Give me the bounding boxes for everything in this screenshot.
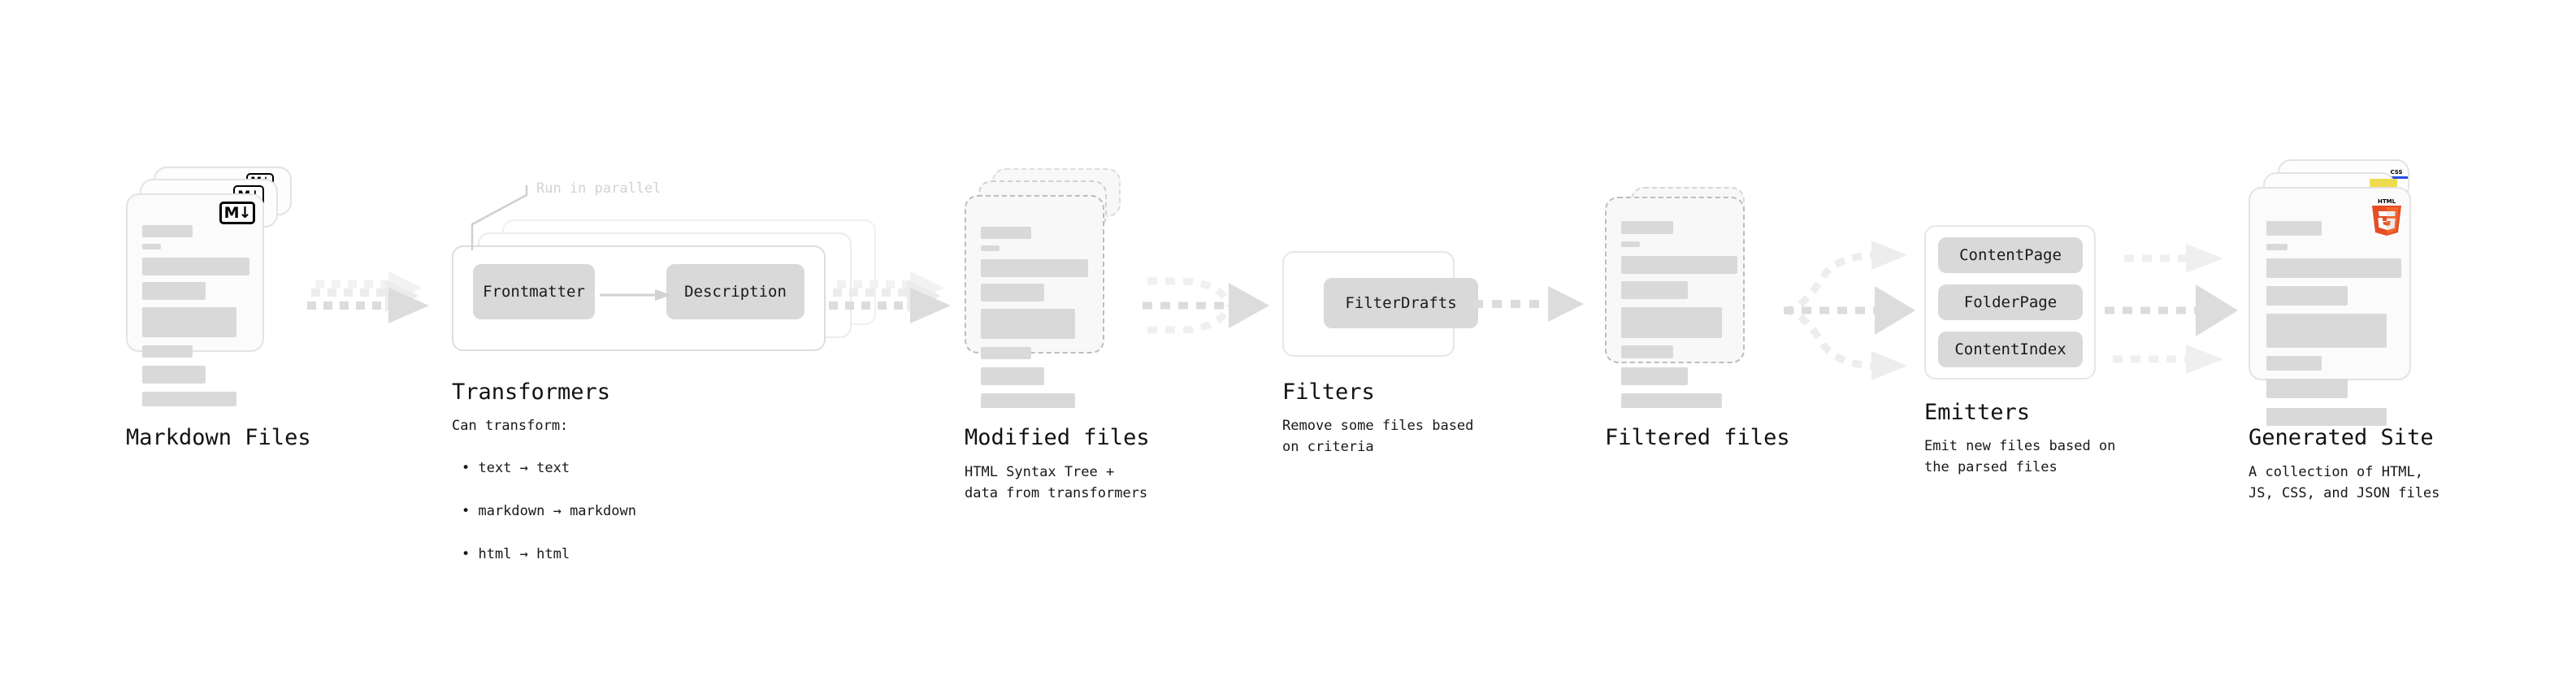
skeleton-bar (981, 367, 1044, 385)
transformers-pill-description[interactable]: Description (666, 264, 804, 319)
transformers-pill-frontmatter[interactable]: Frontmatter (473, 264, 595, 319)
markdown-badge-icon: M↓ (219, 202, 255, 224)
skeleton-bar (2266, 379, 2348, 398)
emitters-pill-contentindex[interactable]: ContentIndex (1938, 332, 2083, 367)
site-card-front (2249, 187, 2411, 380)
skeleton-bar (1621, 307, 1722, 338)
run-in-parallel-label: Run in parallel (536, 180, 661, 197)
filters-pill-filterdrafts[interactable]: FilterDrafts (1324, 278, 1478, 328)
stage-title-transformers: Transformers (452, 380, 611, 405)
skeleton-bar (1621, 367, 1688, 385)
skeleton-bar (142, 225, 193, 237)
connector-md-to-transformers (307, 271, 429, 323)
stage-subtitle-generated-site: A collection of HTML, JS, CSS, and JSON … (2249, 464, 2440, 502)
svg-text:HTML: HTML (2378, 198, 2396, 205)
stage-title-modified-files: Modified files (965, 425, 1150, 450)
skeleton-bar (2266, 286, 2348, 306)
skeleton-bar (1621, 221, 1673, 234)
skeleton-bar (1621, 345, 1673, 358)
css-badge-icon: CSS (2385, 169, 2408, 182)
skeleton-bar (981, 393, 1075, 408)
skeleton-bar (1621, 393, 1722, 408)
skeleton-bar (2266, 258, 2401, 278)
stage-subtitle-emitters: Emit new files based on the parsed files (1924, 438, 2116, 476)
skeleton-bar (981, 245, 1000, 251)
css-badge-label: CSS (2390, 169, 2403, 176)
connector-emitters-to-site (2105, 244, 2238, 374)
transformers-inner-arrow (600, 289, 671, 301)
css-badge-bar (2385, 176, 2408, 179)
transformers-bullet-list: • text → text • markdown → markdown • ht… (462, 436, 636, 586)
skeleton-bar (2266, 314, 2387, 348)
skeleton-bar (1621, 256, 1737, 274)
skeleton-bar (2266, 221, 2322, 236)
transformers-bullet-item: • markdown → markdown (462, 503, 636, 520)
skeleton-bar (142, 345, 193, 358)
stage-subtitle-filters: Remove some files based on criteria (1282, 418, 1474, 456)
transformers-bullet-item: • text → text (462, 460, 570, 477)
skeleton-bar (142, 392, 236, 406)
skeleton-bar (142, 244, 161, 249)
stage-title-filtered-files: Filtered files (1605, 425, 1790, 450)
connector-modified-to-filters (1143, 277, 1269, 334)
stage-title-generated-site: Generated Site (2249, 425, 2434, 450)
connector-filtered-to-emitters (1783, 241, 1915, 380)
skeleton-bar (142, 307, 236, 337)
html5-badge-icon: HTML (2372, 198, 2401, 236)
connector-filters-to-filtered (1473, 286, 1584, 322)
connector-transformers-to-modified (829, 271, 951, 323)
emitters-pill-folderpage[interactable]: FolderPage (1938, 284, 2083, 320)
skeleton-bar (142, 258, 249, 275)
skeleton-bar (981, 309, 1075, 339)
skeleton-bar (142, 366, 206, 384)
skeleton-bar (2266, 356, 2322, 371)
stage-subtitle-transformers: Can transform: (452, 418, 569, 434)
skeleton-bar (2266, 244, 2288, 250)
skeleton-bar (2266, 408, 2387, 426)
skeleton-bar (981, 347, 1031, 359)
stage-title-emitters: Emitters (1924, 400, 2031, 425)
skeleton-bar (981, 284, 1044, 301)
transformers-bullet-item: • html → html (462, 545, 570, 562)
run-in-parallel-bracket (471, 185, 528, 250)
stage-subtitle-modified-files: HTML Syntax Tree + data from transformer… (965, 464, 1148, 502)
skeleton-bar (981, 259, 1088, 277)
skeleton-bar (1621, 281, 1688, 299)
stage-title-filters: Filters (1282, 380, 1375, 405)
emitters-pill-contentpage[interactable]: ContentPage (1938, 237, 2083, 273)
skeleton-bar (1621, 241, 1640, 247)
skeleton-bar (981, 227, 1031, 239)
stage-title-markdown-files: Markdown Files (126, 425, 311, 450)
skeleton-bar (142, 282, 206, 300)
